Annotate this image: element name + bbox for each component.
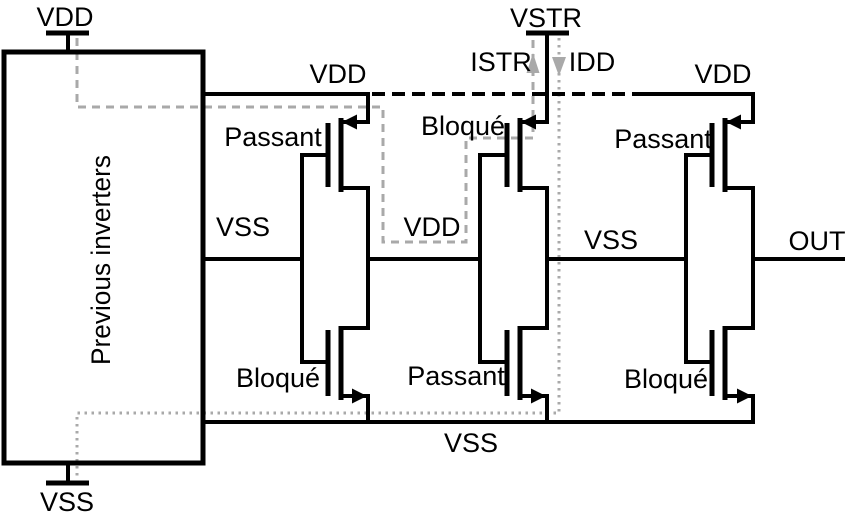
idd-current-path <box>75 38 566 480</box>
previous-inverters-label: Previous inverters <box>86 155 116 365</box>
nmos-source-arrow-icon <box>737 388 752 404</box>
inverter-stage-3 <box>684 94 755 422</box>
istr-path-line <box>75 38 535 244</box>
chain-output-label: OUT <box>789 226 846 256</box>
stage3-vdd-rail-label: VDD <box>694 59 751 89</box>
nmos-source-lead <box>725 394 755 422</box>
vdd-supply-symbol: VDD <box>36 2 94 54</box>
nmos-drain-lead <box>341 259 370 330</box>
bottom-vss-rail-label: VSS <box>444 428 498 458</box>
idd-label: IDD <box>569 47 616 77</box>
pmos-source-arrow-icon <box>726 114 741 130</box>
vstr-supply-label: VSTR <box>510 3 582 33</box>
pmos-source-arrow-icon <box>342 114 357 130</box>
stage1-input-node-label: VSS <box>216 212 270 242</box>
nmos-stage3-state-label: Bloqué <box>624 364 708 394</box>
nmos-source-arrow-icon <box>352 388 367 404</box>
nmos-drain-lead <box>520 259 549 330</box>
nmos-stage1-state-label: Bloqué <box>236 363 320 393</box>
nmos-drain-lead <box>725 259 755 330</box>
inverter-stage-1 <box>300 94 370 422</box>
nmos-source-arrow-icon <box>531 388 546 404</box>
stage1-vdd-rail-label: VDD <box>309 59 366 89</box>
pmos-source-arrow-icon <box>521 114 536 130</box>
vdd-supply-label: VDD <box>36 2 93 32</box>
stage2-output-node-label: VSS <box>584 225 638 255</box>
istr-current-path <box>75 38 540 244</box>
pmos-drain-lead <box>520 186 549 259</box>
vss-supply-symbol: VSS <box>40 461 94 517</box>
pmos-stage2-state-label: Bloqué <box>421 111 505 141</box>
nmos-stage2-state-label: Passant <box>407 361 505 391</box>
pmos-drain-lead <box>725 186 755 259</box>
istr-label: ISTR <box>470 47 532 77</box>
pmos-stage1-state-label: Passant <box>224 122 322 152</box>
inverter-stage-2 <box>478 33 549 422</box>
istr-arrow-up-icon <box>526 53 540 73</box>
transistor-layer <box>300 33 755 422</box>
idd-arrow-down-icon <box>552 57 566 76</box>
pmos-drain-lead <box>341 186 370 259</box>
nmos-source-lead <box>341 394 370 422</box>
pmos-stage3-state-label: Passant <box>614 124 712 154</box>
idd-path-line <box>75 38 561 480</box>
nmos-source-lead <box>520 394 549 422</box>
vss-supply-label: VSS <box>40 487 94 517</box>
stage1-output-node-label: VDD <box>403 212 460 242</box>
